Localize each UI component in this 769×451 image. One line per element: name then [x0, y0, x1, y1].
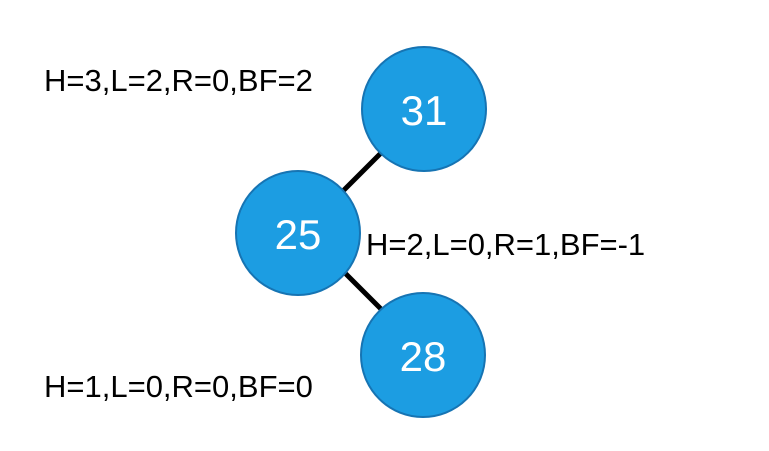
annotation-31: H=3,L=2,R=0,BF=2 [44, 63, 313, 98]
tree-node-28: 28 [360, 292, 486, 418]
edge-31-25 [340, 151, 383, 194]
edge-25-28 [340, 268, 383, 311]
tree-node-31: 31 [361, 46, 487, 172]
annotation-25: H=2,L=0,R=1,BF=-1 [366, 227, 645, 262]
node-circle [235, 170, 361, 296]
node-circle [361, 46, 487, 172]
node-value: 28 [400, 333, 447, 380]
node-circle [360, 292, 486, 418]
node-value: 31 [401, 87, 448, 134]
node-value: 25 [275, 211, 322, 258]
tree-node-25: 25 [235, 170, 361, 296]
annotation-28: H=1,L=0,R=0,BF=0 [44, 369, 313, 404]
